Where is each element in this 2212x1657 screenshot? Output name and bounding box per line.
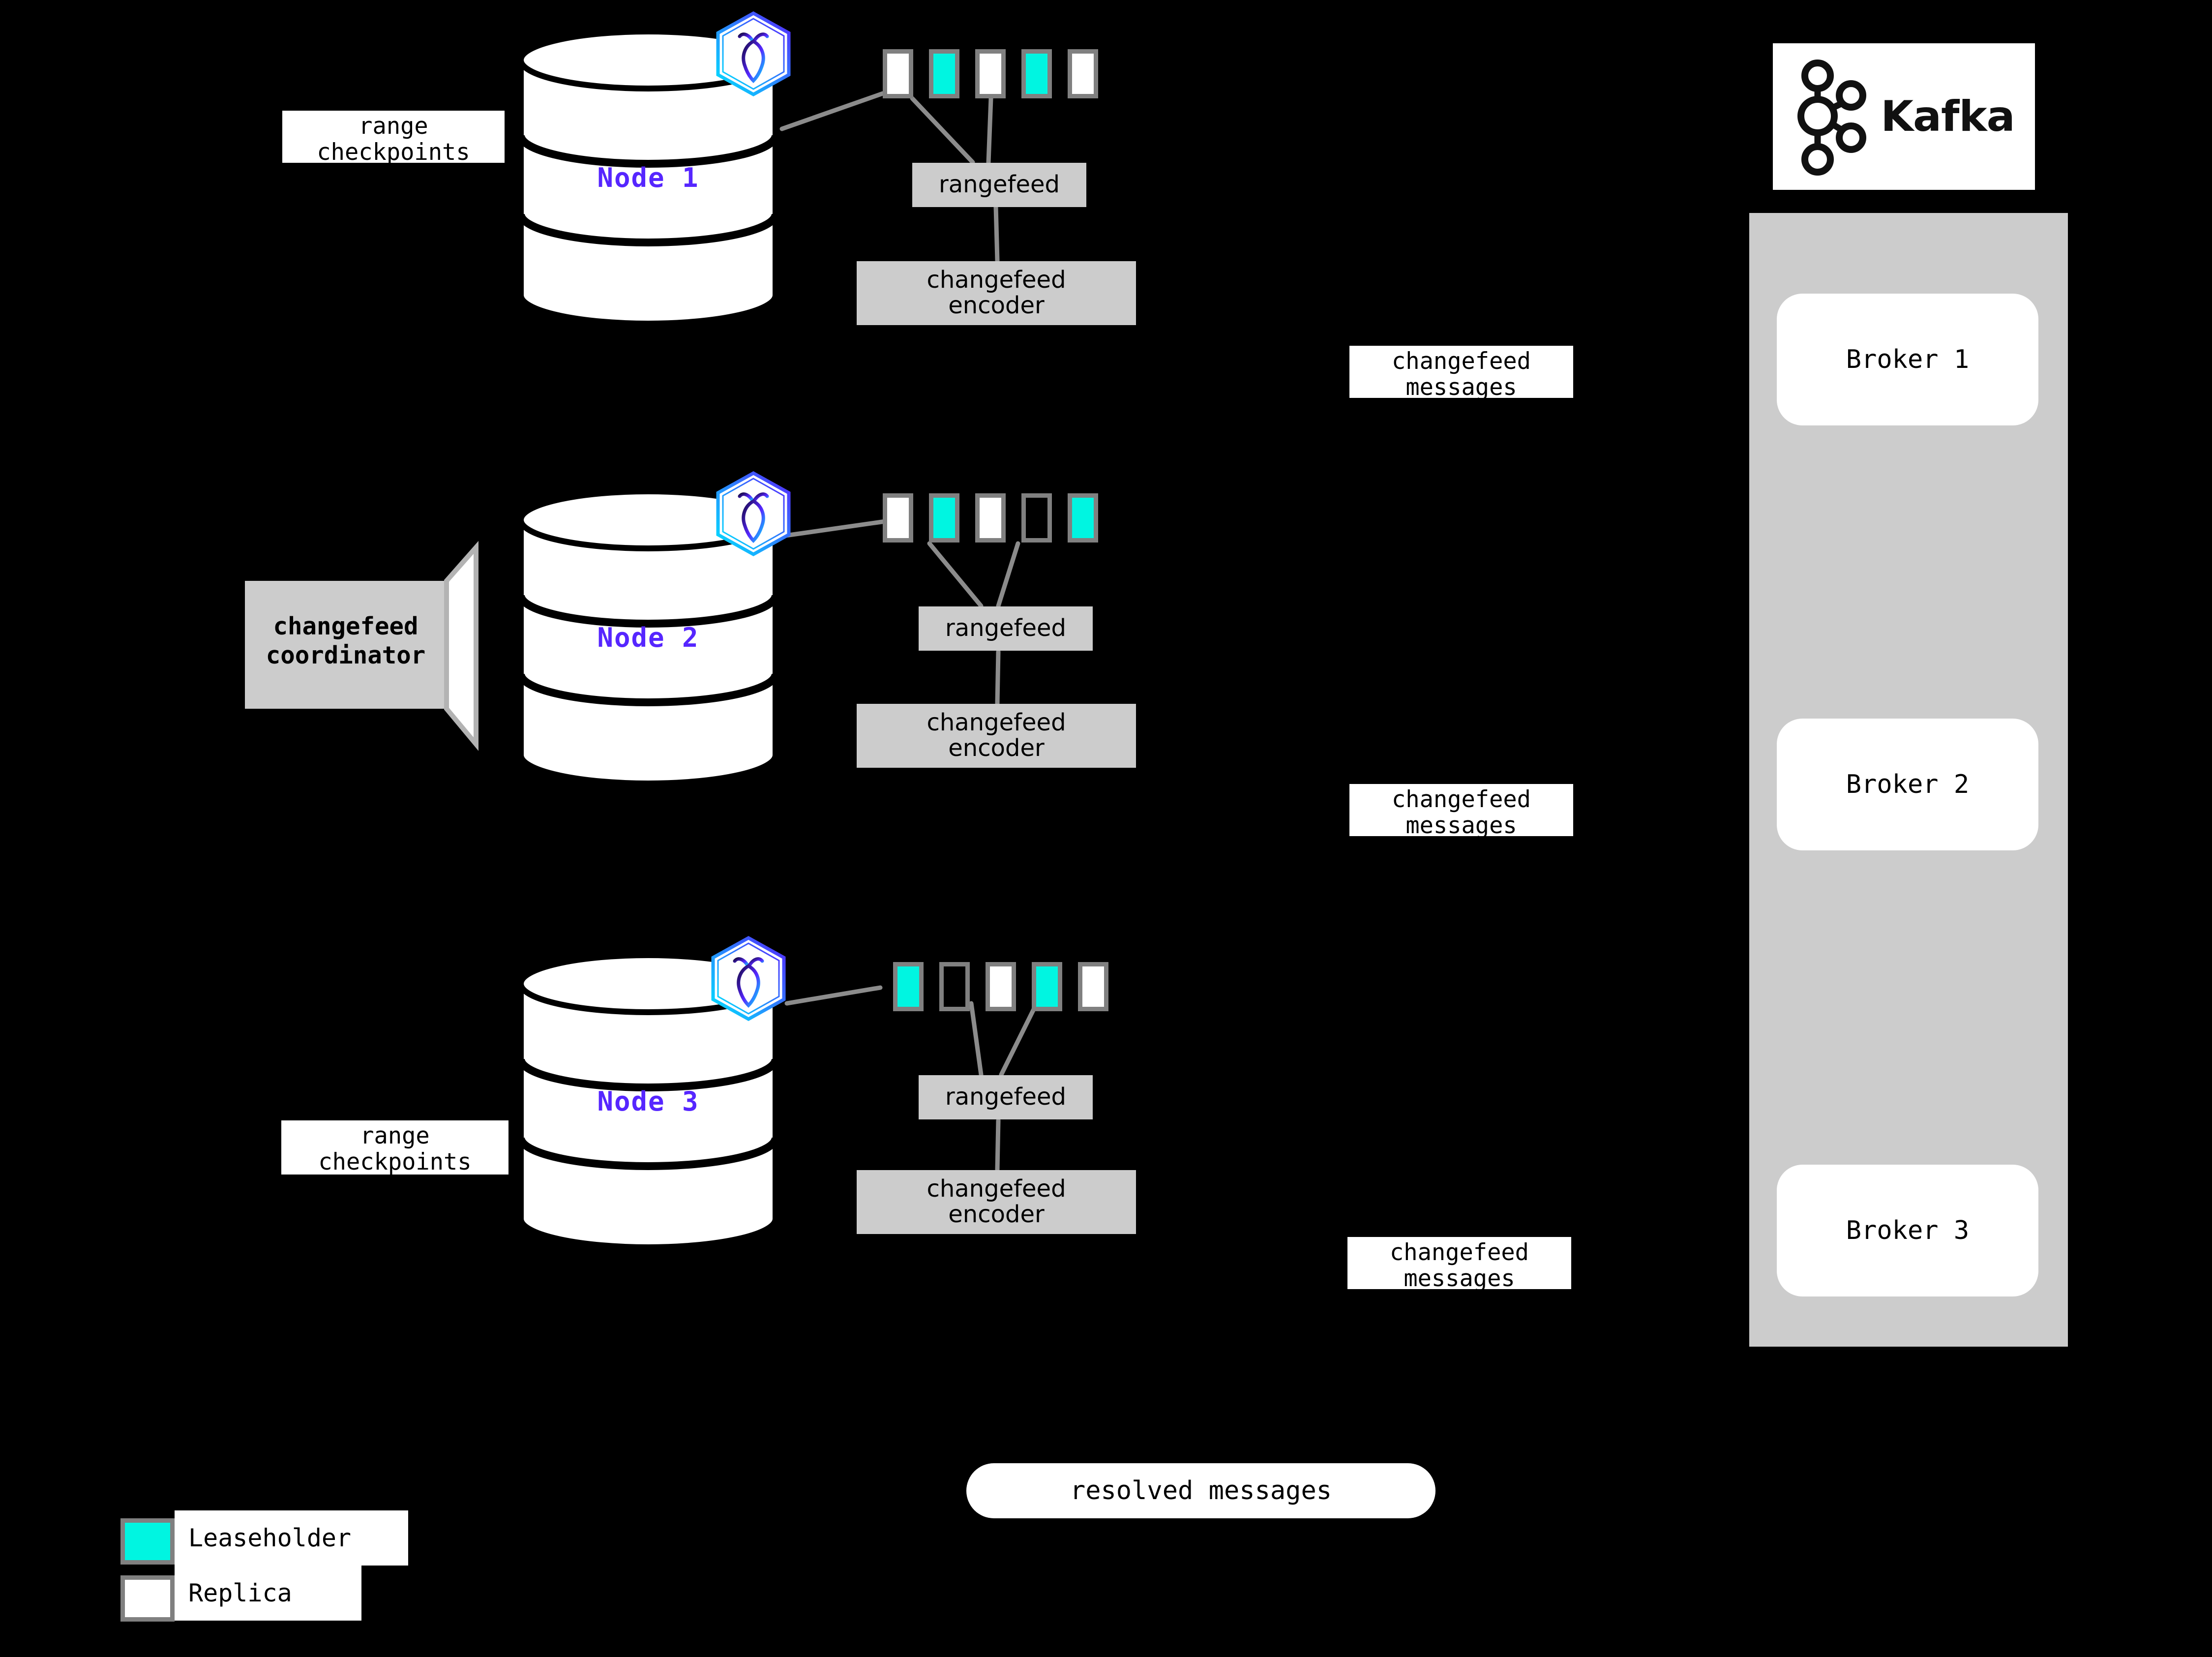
changefeed-encoder-box-1[interactable]: changefeed encoder — [857, 261, 1136, 325]
changefeed-encoder-box-2[interactable]: changefeed encoder — [857, 704, 1136, 768]
kafka-wordmark: Kafka — [1881, 92, 2015, 141]
cockroachdb-hexagon-icon — [714, 471, 793, 557]
range-box[interactable] — [975, 493, 1006, 542]
broker-box-1[interactable]: Broker 1 — [1777, 294, 2038, 425]
range-box[interactable] — [986, 962, 1016, 1011]
range-box[interactable] — [883, 493, 913, 542]
range-row-2 — [883, 493, 1114, 542]
legend-swatch-replica — [120, 1575, 175, 1622]
changefeed-messages-label-3: changefeed messages — [1347, 1237, 1571, 1291]
range-box[interactable] — [1078, 962, 1108, 1011]
range-box[interactable] — [939, 962, 970, 1011]
range-box[interactable] — [1021, 493, 1052, 542]
range-box[interactable] — [929, 49, 959, 98]
range-row-3 — [893, 962, 1124, 1011]
range-box[interactable] — [883, 49, 913, 98]
range-box[interactable] — [1068, 493, 1098, 542]
range-checkpoints-label-1: range checkpoints — [282, 111, 505, 165]
broker-box-3[interactable]: Broker 3 — [1777, 1165, 2038, 1296]
changefeed-messages-label-2: changefeed messages — [1349, 784, 1573, 838]
range-row-1 — [883, 49, 1114, 98]
range-box[interactable] — [1068, 49, 1098, 98]
legend-label-leaseholder: Leaseholder — [175, 1510, 408, 1566]
changefeed-encoder-box-3[interactable]: changefeed encoder — [857, 1170, 1136, 1234]
rangefeed-box-1[interactable]: rangefeed — [912, 163, 1086, 207]
broker-box-2[interactable]: Broker 2 — [1777, 719, 2038, 850]
cockroachdb-hexagon-icon — [714, 11, 793, 97]
range-box[interactable] — [975, 49, 1006, 98]
resolved-messages-pill[interactable]: resolved messages — [966, 1463, 1435, 1518]
legend-label-replica: Replica — [175, 1566, 361, 1621]
range-box[interactable] — [1021, 49, 1052, 98]
cockroachdb-hexagon-icon — [709, 935, 788, 1022]
rangefeed-box-2[interactable]: rangefeed — [919, 606, 1093, 651]
range-box[interactable] — [1032, 962, 1062, 1011]
rangefeed-box-3[interactable]: rangefeed — [919, 1075, 1093, 1119]
kafka-logo-box: Kafka — [1773, 43, 2035, 190]
range-box[interactable] — [929, 493, 959, 542]
changefeed-coordinator[interactable]: changefeed coordinator — [245, 541, 520, 760]
range-checkpoints-label-3: range checkpoints — [281, 1120, 508, 1175]
changefeed-coordinator-label: changefeed coordinator — [266, 612, 426, 669]
range-box[interactable] — [893, 962, 924, 1011]
kafka-node-graph-icon — [1793, 55, 1872, 178]
changefeed-messages-label-1: changefeed messages — [1349, 346, 1573, 400]
legend-swatch-leaseholder — [120, 1518, 175, 1565]
